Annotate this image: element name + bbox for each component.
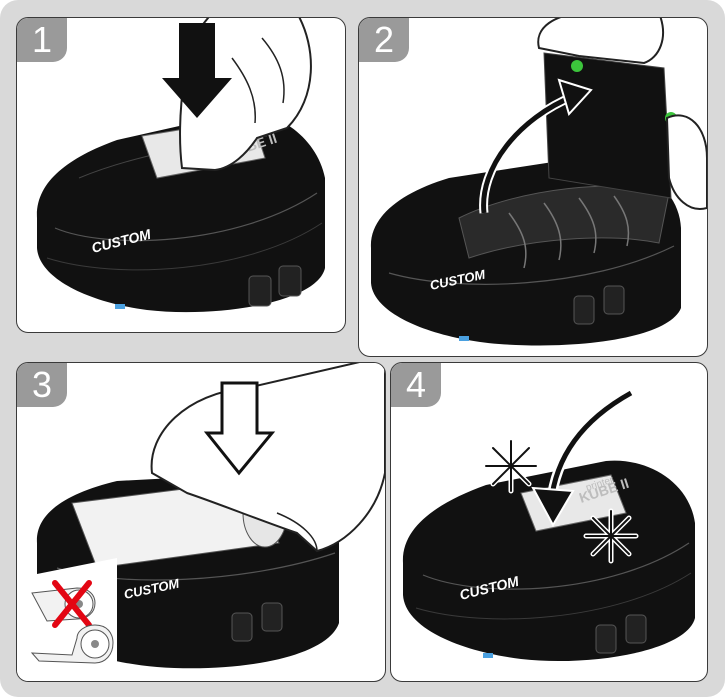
step-1-panel: CUSTOM KUBE II printer 1: [16, 17, 346, 333]
step-number-badge: 2: [359, 18, 409, 62]
roll-orientation-inset: [17, 558, 117, 681]
step-4-illustration: CUSTOM KUBE II printer: [391, 363, 707, 681]
step-2-illustration: CUSTOM: [359, 18, 707, 356]
step-number-badge: 1: [17, 18, 67, 62]
open-cover: [544, 53, 671, 198]
step-2-panel: CUSTOM 2: [358, 17, 708, 357]
step-1-illustration: CUSTOM KUBE II printer: [17, 18, 345, 332]
step-4-panel: CUSTOM KUBE II printer 4: [390, 362, 708, 682]
step-number-badge: 4: [391, 363, 441, 407]
step-number-badge: 3: [17, 363, 67, 407]
step-3-panel: CUSTOM 3: [16, 362, 386, 682]
step-3-illustration: CUSTOM: [17, 363, 385, 681]
release-lever-left: [571, 60, 583, 72]
printer-open: [371, 53, 681, 346]
